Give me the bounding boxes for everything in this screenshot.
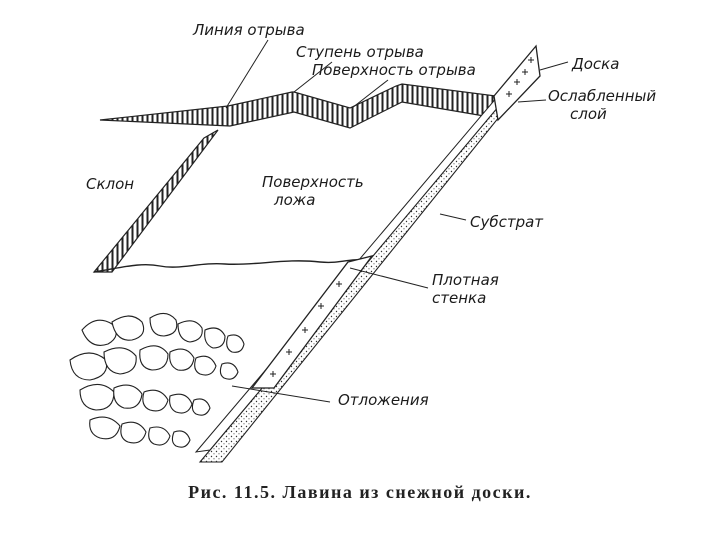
stauchwall-block [250, 254, 374, 389]
label-crown-line: Линия отрыва [193, 21, 305, 39]
stauchwall-crosses [270, 281, 342, 377]
label-slab: Доска [572, 55, 620, 73]
label-weak-layer-2: слой [570, 105, 607, 123]
label-weak-layer-1: Ослабленный [548, 87, 657, 105]
label-deposits: Отложения [338, 391, 429, 409]
flank-wall [92, 129, 219, 273]
label-fracture-surface: Поверхность отрыва [312, 61, 476, 79]
label-slope: Склон [86, 175, 135, 193]
label-substrate: Субстрат [470, 213, 544, 231]
figure-caption: Рис. 11.5. Лавина из снежной доски. [188, 482, 532, 502]
bed-surface-edge [93, 258, 363, 273]
label-bed-surface-1: Поверхность [262, 173, 364, 191]
deposits-debris [69, 312, 245, 448]
label-stauchwall-1: Плотная [432, 271, 499, 289]
crown-fracture-wall [99, 83, 497, 129]
slab-crosses [506, 57, 534, 97]
label-stauchwall-step: Ступень отрыва [296, 43, 424, 61]
label-stauchwall-2: стенка [432, 289, 487, 307]
label-bed-surface-2: ложа [274, 191, 316, 209]
leader-lines [225, 39, 569, 403]
